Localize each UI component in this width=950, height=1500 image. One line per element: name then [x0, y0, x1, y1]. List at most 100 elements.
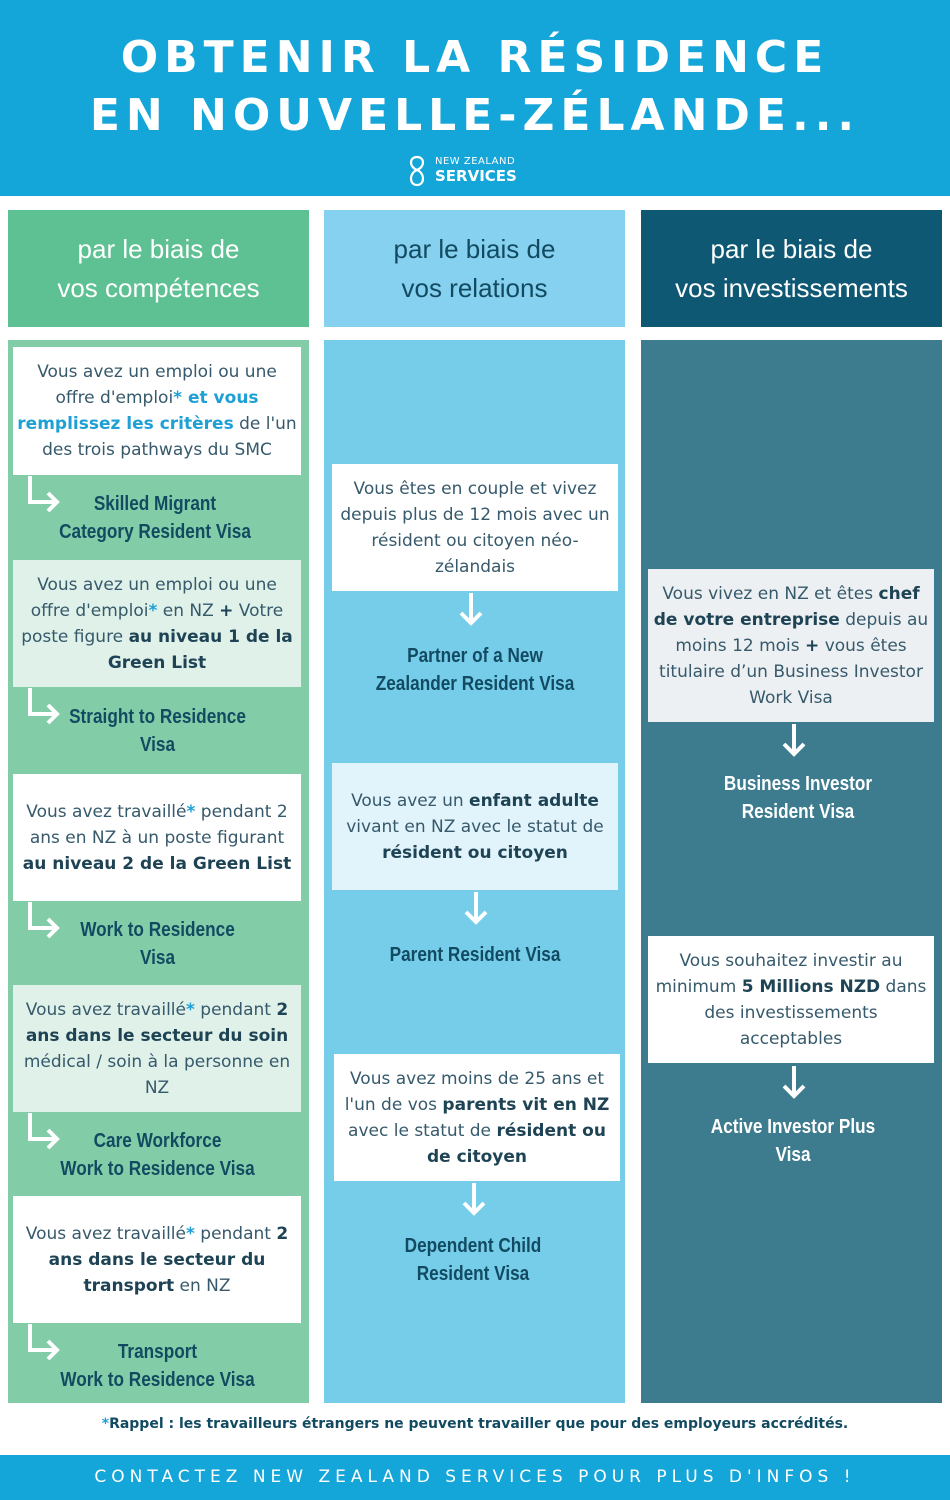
column-header-line1: par le biais de — [393, 233, 556, 264]
condition-text-part: Vous avez travaillé — [25, 999, 186, 1020]
column-body-investissements — [641, 340, 942, 1403]
visa-label: Business Investor Resident Visa — [673, 770, 922, 826]
condition-box: Vous êtes en couple et vivez depuis plus… — [332, 464, 618, 591]
condition-text: Vous avez travaillé* pendant 2 ans en NZ… — [16, 799, 298, 877]
condition-text-part: résident ou de citoyen — [426, 1120, 606, 1167]
arrow-down-icon — [462, 1183, 486, 1216]
condition-text-part: pendant — [194, 1223, 277, 1244]
brand-logo[interactable]: NEW ZEALAND SERVICES — [404, 153, 554, 187]
page-header: OBTENIR LA RÉSIDENCE EN NOUVELLE-ZÉLANDE… — [0, 0, 950, 196]
condition-text-part: au niveau 1 de la Green List — [107, 626, 293, 673]
visa-label-line1: Dependent Child — [404, 1235, 542, 1257]
visa-label: Transport Work to Residence Visa — [39, 1338, 276, 1394]
condition-text-part: Vous avez travaillé — [26, 801, 187, 822]
condition-text-part: de l'un des trois pathways du SMC — [42, 414, 297, 460]
visa-label-line1: Skilled Migrant — [93, 493, 217, 515]
condition-text-part: Vous souhaitez investir au minimum — [655, 950, 903, 997]
condition-text-part: * — [185, 1223, 195, 1244]
condition-text: Vous êtes en couple et vivez depuis plus… — [335, 476, 615, 580]
visa-label: Skilled Migrant Category Resident Visa — [39, 490, 271, 546]
condition-text-part: Vous avez un emploi ou une offre d'emplo… — [37, 362, 277, 408]
condition-text-part: Vous avez un emploi ou une offre d'emplo… — [30, 574, 277, 621]
visa-label-line2: Work to Residence Visa — [60, 1158, 255, 1180]
condition-text-part: * — [186, 801, 196, 822]
visa-label-line1: Partner of a New — [407, 645, 543, 667]
visa-label: Work to Residence Visa — [39, 916, 276, 972]
visa-label: Partner of a New Zealander Resident Visa — [350, 642, 599, 698]
visa-label-line2: Visa — [775, 1144, 811, 1166]
condition-text-part: Votre poste figure — [21, 600, 284, 647]
column-header-investissements: par le biais de vos investissements — [641, 210, 942, 327]
visa-label-line2: Resident Visa — [416, 1263, 530, 1285]
condition-text-part: résident ou citoyen — [382, 842, 568, 863]
condition-text-part: + — [805, 635, 820, 656]
condition-text: Vous souhaitez investir au minimum 5 Mil… — [651, 948, 931, 1052]
column-header-line1: par le biais de — [710, 233, 873, 264]
column-header-line1: par le biais de — [77, 233, 240, 264]
footnote-star: * — [101, 1416, 110, 1432]
condition-box: Vous avez un emploi ou une offre d'emplo… — [13, 347, 301, 475]
condition-text-part: en NZ — [157, 600, 220, 621]
condition-box: Vous avez travaillé* pendant 2 ans en NZ… — [13, 774, 301, 901]
visa-label-line2: Visa — [139, 947, 176, 969]
arrow-right-icon — [28, 1113, 60, 1150]
condition-box: Vous souhaitez investir au minimum 5 Mil… — [648, 936, 934, 1063]
arrow-down-icon — [782, 724, 806, 757]
arrow-down-icon — [464, 892, 488, 925]
visa-label-line1: Care Workforce — [93, 1130, 222, 1152]
condition-text-part: 2 ans dans le secteur du transport — [48, 1223, 289, 1296]
condition-text: Vous avez un emploi ou une offre d'emplo… — [16, 572, 298, 676]
condition-text-part: enfant adulte — [469, 790, 599, 811]
column-header-relations: par le biais de vos relations — [324, 210, 625, 327]
arrow-down-icon — [782, 1066, 806, 1099]
condition-text-part: * — [185, 999, 195, 1020]
condition-text-part: depuis au moins 12 mois — [675, 609, 929, 656]
logo-text-top: NEW ZEALAND — [435, 156, 516, 167]
visa-label-line1: Active Investor Plus — [710, 1116, 876, 1138]
visa-label: Dependent Child Resident Visa — [348, 1232, 597, 1288]
condition-text-part: au niveau 2 de la Green List — [22, 853, 292, 874]
condition-text-part: vivant en NZ avec le statut de — [346, 816, 604, 837]
condition-text-part: Vous avez moins de 25 ans et l'un de vos — [344, 1068, 604, 1115]
visa-label: Active Investor Plus Visa — [668, 1113, 917, 1169]
visa-label-line1: Work to Residence — [80, 919, 235, 941]
condition-text-part: parents vit en NZ — [442, 1094, 610, 1115]
column-header-line2: vos relations — [401, 272, 548, 303]
logo-mark-icon — [409, 155, 425, 187]
visa-label-line1: Parent Resident Visa — [389, 944, 561, 966]
condition-text-part: Vous avez un — [351, 790, 470, 811]
condition-text-part: vous êtes titulaire d’un Business Invest… — [659, 635, 923, 708]
visa-label: Care Workforce Work to Residence Visa — [39, 1127, 276, 1183]
visa-label-line2: Work to Residence Visa — [60, 1369, 255, 1391]
condition-text-part: pendant 2 ans en NZ à un poste figurant — [29, 801, 288, 848]
page-title-line2: EN NOUVELLE-ZÉLANDE... — [89, 90, 861, 141]
visa-label: Straight to Residence Visa — [39, 703, 276, 759]
condition-text-part: en NZ — [174, 1275, 231, 1296]
logo-text-bottom: SERVICES — [435, 167, 517, 185]
visa-label-line1: Business Investor — [723, 773, 873, 795]
arrow-down-icon — [459, 593, 483, 626]
condition-box: Vous avez travaillé* pendant 2 ans dans … — [13, 985, 301, 1112]
condition-box: Vous avez un emploi ou une offre d'emplo… — [13, 560, 301, 687]
column-header-line2: vos investissements — [675, 272, 908, 303]
condition-text: Vous avez un enfant adulte vivant en NZ … — [335, 788, 615, 866]
arrow-right-icon — [28, 476, 60, 513]
condition-text-part: dans des investissements acceptables — [704, 976, 927, 1049]
condition-text-part: pendant — [194, 999, 277, 1020]
condition-text-part: Vous êtes en couple et vivez depuis plus… — [340, 478, 610, 577]
condition-text: Vous avez travaillé* pendant 2 ans dans … — [16, 1221, 298, 1299]
arrow-right-icon — [28, 688, 60, 725]
condition-text: Vous avez travaillé* pendant 2 ans dans … — [16, 997, 298, 1101]
arrow-right-icon — [28, 902, 60, 939]
contact-banner[interactable]: CONTACTEZ NEW ZEALAND SERVICES POUR PLUS… — [0, 1455, 950, 1500]
footnote: *Rappel : les travailleurs étrangers ne … — [0, 1416, 950, 1432]
condition-text-part: Vous vivez en NZ et êtes — [662, 583, 879, 604]
condition-text-part: avec le statut de — [348, 1120, 497, 1141]
condition-text-part: médical / soin à la personne en NZ — [23, 1051, 291, 1098]
column-header-line2: vos compétences — [57, 272, 260, 303]
column-header-competences: par le biais de vos compétences — [8, 210, 309, 327]
arrow-right-icon — [28, 1324, 60, 1361]
condition-box: Vous avez travaillé* pendant 2 ans dans … — [13, 1196, 301, 1323]
condition-text: Vous avez un emploi ou une offre d'emplo… — [16, 359, 298, 463]
condition-box: Vous avez un enfant adulte vivant en NZ … — [332, 763, 618, 890]
